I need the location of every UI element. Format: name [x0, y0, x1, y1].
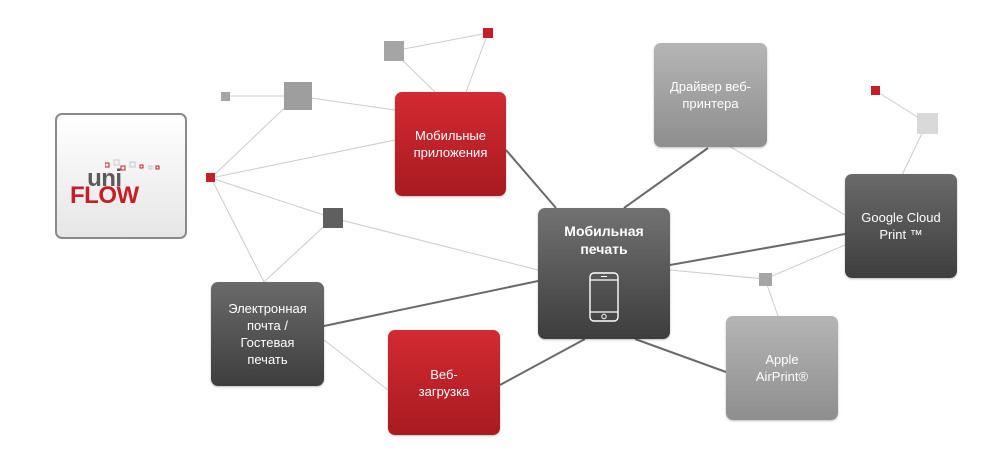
node-email-guest-printing: Электронная почта / Гостевая печать [211, 282, 324, 386]
node-google-cloud-print-label: Google Cloud Print ™ [861, 210, 941, 242]
node-mobile-apps: Мобильные приложения [395, 92, 506, 196]
connector-square [221, 92, 230, 101]
connector-square [384, 41, 404, 61]
node-web-printer-driver: Драйвер веб- принтера [654, 43, 767, 147]
connector-square [759, 273, 772, 286]
node-web-printer-driver-label: Драйвер веб- принтера [670, 79, 751, 111]
node-mobile-printing-label: Мобильная печать [564, 223, 644, 257]
node-web-upload: Веб- загрузка [388, 330, 500, 435]
connector-square [871, 86, 880, 95]
logo-squares-icon [105, 159, 160, 171]
smartphone-icon [589, 272, 619, 322]
node-apple-airprint-label: Apple AirPrint® [755, 352, 809, 384]
node-email-guest-printing-label: Электронная почта / Гостевая печать [228, 301, 307, 367]
node-apple-airprint: Apple AirPrint® [726, 316, 838, 420]
node-web-upload-label: Веб- загрузка [418, 366, 470, 399]
connector-square [206, 173, 215, 182]
node-mobile-apps-label: Мобильные приложения [413, 128, 488, 160]
connector-square [323, 208, 343, 228]
node-google-cloud-print: Google Cloud Print ™ [845, 174, 957, 278]
connector-square [917, 113, 938, 134]
node-mobile-printing: Мобильная печать [538, 208, 670, 339]
connector-square [483, 28, 493, 38]
connector-square [284, 82, 312, 110]
